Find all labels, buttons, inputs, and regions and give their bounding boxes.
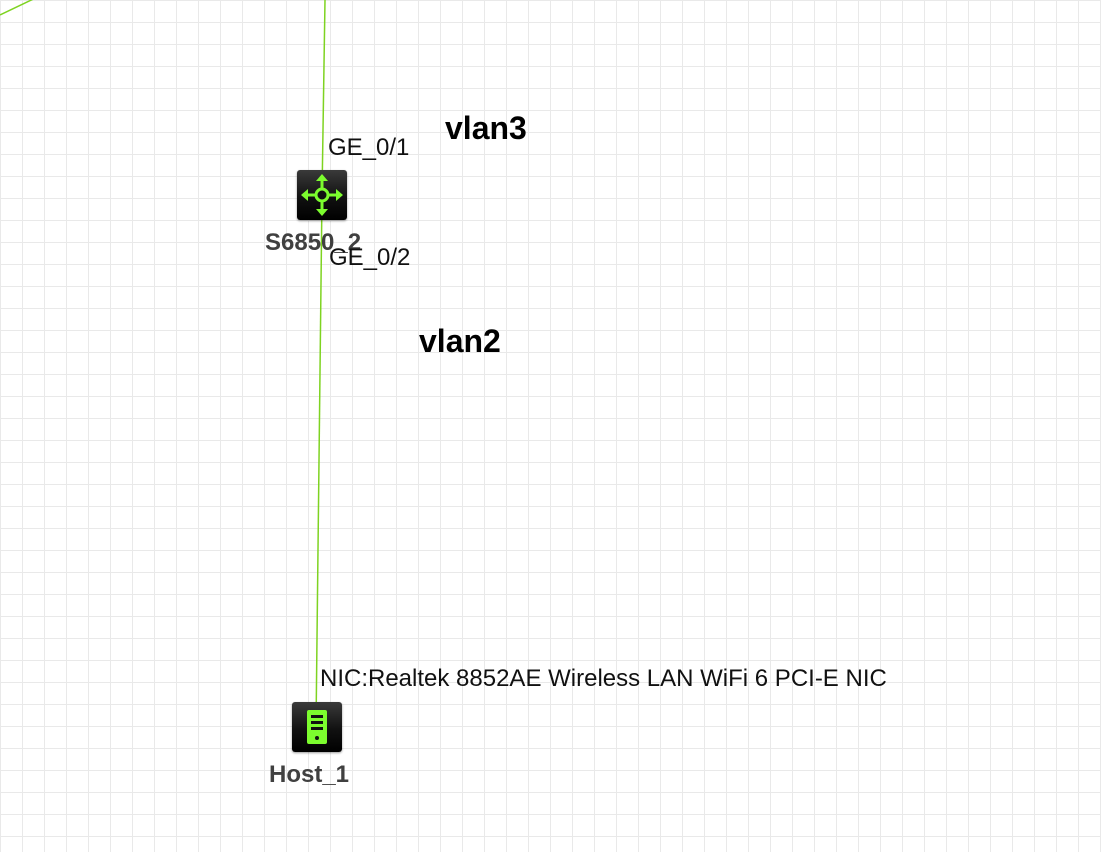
link-s6850-2-host-1[interactable] xyxy=(315,194,323,728)
host-tower-icon xyxy=(307,710,327,744)
switch-name-label: S6850_2 xyxy=(265,229,362,256)
host-host-1[interactable] xyxy=(292,702,342,752)
switch-s6850-2[interactable] xyxy=(297,170,347,220)
switch-arrows-icon xyxy=(301,174,343,216)
link-uplink-s6850-2[interactable] xyxy=(321,0,326,196)
link-offscreen-diagonal[interactable] xyxy=(0,0,48,16)
host-name-label: Host_1 xyxy=(269,761,350,788)
port-label-host-nic: NIC:Realtek 8852AE Wireless LAN WiFi 6 P… xyxy=(320,665,887,692)
port-label-ge-0-1: GE_0/1 xyxy=(328,134,410,161)
port-label-ge-0-2: GE_0/2 xyxy=(329,244,411,271)
vlan-label-lower: vlan2 xyxy=(419,323,501,359)
vlan-label-upper: vlan3 xyxy=(445,110,527,146)
